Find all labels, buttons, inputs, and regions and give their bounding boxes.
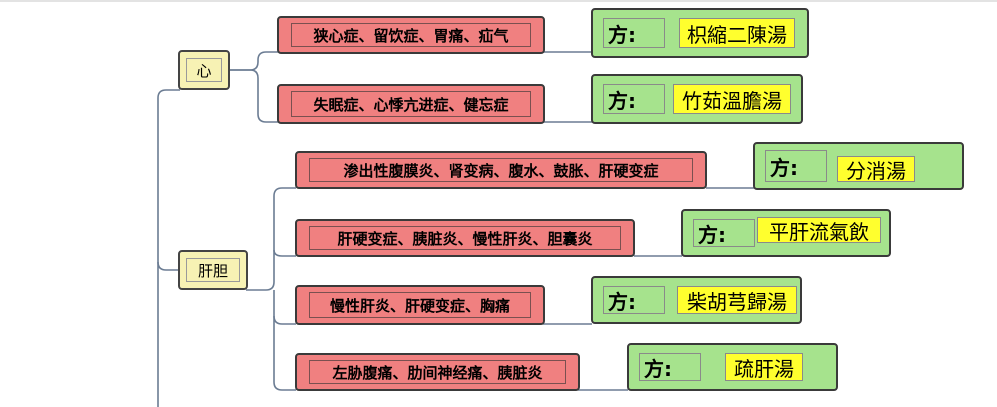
connector-liver-sym2 <box>273 249 296 257</box>
symptom-label: 慢性肝炎、肝硬变症、胸痛 <box>309 292 531 318</box>
symptom-node[interactable]: 狭心症、留饮症、胃痛、疝气 <box>277 16 545 54</box>
connector-liver-sym4 <box>273 316 296 391</box>
connector-liver-sym3 <box>273 290 296 325</box>
formula-node[interactable]: 方: 平肝流氣飲 <box>681 209 891 257</box>
formula-node[interactable]: 方: 分消湯 <box>753 142 964 190</box>
symptom-label: 狭心症、留饮症、胃痛、疝气 <box>291 23 531 47</box>
symptom-label: 左胁腹痛、肋间神经痛、胰脏炎 <box>309 360 566 384</box>
symptom-node[interactable]: 肝硬变症、胰脏炎、慢性肝炎、胆囊炎 <box>295 219 635 257</box>
formula-prefix: 方: <box>603 286 665 314</box>
formula-node[interactable]: 方: 竹茹溫膽湯 <box>591 74 803 124</box>
formula-node[interactable]: 方: 疏肝湯 <box>627 343 838 391</box>
connector-heart-sym2 <box>228 69 278 123</box>
symptom-label: 渗出性腹膜炎、肾变病、腹水、鼓胀、肝硬变症 <box>309 158 693 182</box>
formula-name: 疏肝湯 <box>725 353 803 381</box>
formula-name: 柴胡芎歸湯 <box>677 286 797 314</box>
connector-heart-sym1 <box>228 51 278 71</box>
organ-node-liver-gallbladder[interactable]: 肝胆 <box>178 250 248 290</box>
connector-root-liver <box>157 261 180 271</box>
symptom-label: 失眠症、心悸亢进症、健忘症 <box>291 91 531 117</box>
connector-liver-spine <box>246 187 296 291</box>
formula-prefix: 方: <box>765 150 827 182</box>
organ-node-heart[interactable]: 心 <box>178 50 230 90</box>
formula-name: 竹茹溫膽湯 <box>673 84 791 114</box>
formula-name: 分消湯 <box>837 156 915 183</box>
symptom-label: 肝硬变症、胰脏炎、慢性肝炎、胆囊炎 <box>309 226 621 250</box>
symptom-node[interactable]: 渗出性腹膜炎、肾变病、腹水、鼓胀、肝硬变症 <box>295 151 707 189</box>
symptom-node[interactable]: 失眠症、心悸亢进症、健忘症 <box>277 84 545 124</box>
top-divider <box>0 0 997 2</box>
organ-label: 心 <box>186 58 222 82</box>
formula-name: 枳縮二陳湯 <box>679 18 795 48</box>
trunk-connector <box>157 89 180 407</box>
formula-prefix: 方: <box>603 84 665 114</box>
formula-prefix: 方: <box>639 353 701 381</box>
symptom-node[interactable]: 左胁腹痛、肋间神经痛、胰脏炎 <box>295 353 580 391</box>
formula-node[interactable]: 方: 枳縮二陳湯 <box>591 8 809 58</box>
formula-node[interactable]: 方: 柴胡芎歸湯 <box>591 276 802 324</box>
formula-prefix: 方: <box>603 18 665 48</box>
symptom-node[interactable]: 慢性肝炎、肝硬变症、胸痛 <box>295 285 545 325</box>
formula-name: 平肝流氣飲 <box>757 217 881 244</box>
organ-label: 肝胆 <box>186 258 240 282</box>
formula-prefix: 方: <box>693 219 755 247</box>
